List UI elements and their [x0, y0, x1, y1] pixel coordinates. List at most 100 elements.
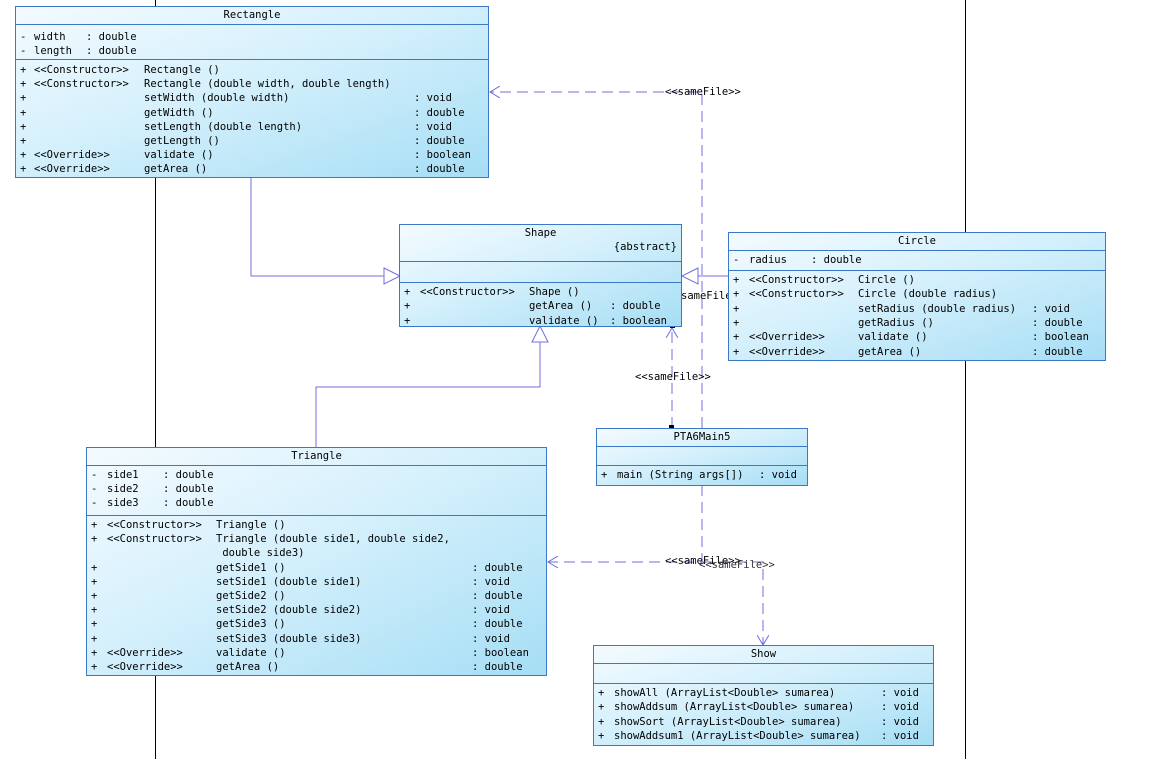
operation-sig: getLength () — [144, 135, 220, 147]
operation-ret: : double — [1032, 316, 1083, 329]
operation-sig: getRadius () — [858, 316, 934, 329]
class-triangle[interactable]: Triangle -side1: double-side2: double-si… — [86, 447, 547, 676]
operation-sig: getArea () — [216, 661, 280, 673]
operation-ret: : void — [1032, 302, 1070, 315]
attribute-type: : double — [163, 483, 214, 495]
operation-stereo: <<Constructor>> — [34, 78, 129, 91]
dependency-main-rectangle — [490, 92, 703, 428]
class-name: Show — [750, 648, 777, 660]
operation-vis: + — [733, 288, 740, 301]
operation-ret: : void — [881, 715, 919, 728]
dependency-main-triangle — [548, 485, 703, 562]
operation-vis: + — [20, 120, 27, 133]
operation-vis: + — [598, 701, 605, 714]
operation-sig: Circle () — [858, 274, 915, 286]
operation-vis: + — [91, 519, 98, 531]
operation-stereo: <<Constructor>> — [749, 274, 844, 286]
operation-vis: + — [20, 106, 27, 119]
operation-sig: showAddsum (ArrayList<Double> sumarea) — [614, 701, 855, 714]
operation-sig: getArea () — [529, 300, 593, 313]
operation-vis: + — [733, 345, 740, 358]
operation-sig: getSide1 () — [216, 561, 286, 574]
class-name: Circle — [898, 235, 936, 247]
operation-ret: : void — [472, 575, 510, 588]
operations-section: + <<Constructor>> Circle () + <<Constructor>… — [729, 270, 1105, 360]
operation-stereo: <<Constructor>> — [107, 519, 202, 531]
operation-ret: : void — [881, 729, 919, 742]
swimlane-line-left — [155, 0, 156, 759]
attribute-vis: - — [91, 483, 98, 495]
operation-ret: : void — [759, 469, 797, 481]
operation-sig: getArea () — [144, 163, 208, 176]
operation-stereo: <<Override>> — [107, 661, 183, 673]
operation-vis: + — [598, 687, 605, 699]
operation-sig: validate () — [858, 331, 928, 344]
operation-ret: : double — [472, 618, 523, 631]
operation-vis: + — [733, 302, 740, 315]
attribute-vis: - — [733, 254, 740, 266]
attribute-name: side2 — [107, 483, 139, 495]
attribute-name: width — [34, 31, 66, 43]
operation-stereo: <<Constructor>> — [107, 533, 202, 546]
attributes-section: -radius : double — [729, 250, 1105, 270]
handle-rect-3 — [669, 425, 674, 430]
class-rectangle[interactable]: Rectangle -width: double-length: double … — [15, 6, 489, 178]
attribute-type: : double — [811, 254, 862, 266]
operation-sig: getSide2 () — [216, 590, 286, 602]
attribute-vis: - — [20, 45, 27, 57]
operation-vis: + — [91, 632, 98, 645]
operation-sig: showAll (ArrayList<Double> sumarea) — [614, 687, 836, 699]
operation-vis: + — [91, 561, 98, 574]
operation-ret: : boolean — [414, 149, 471, 162]
class-circle[interactable]: Circle -radius : double + <<Constructor>> C… — [728, 232, 1106, 361]
operation-stereo: <<Override>> — [34, 149, 110, 162]
operation-vis: + — [733, 331, 740, 344]
attribute-vis: - — [91, 497, 98, 509]
operations-section: +<<Constructor>>Shape ()+getArea (): dou… — [400, 282, 681, 327]
class-pta6main5[interactable]: PTA6Main5 +main (String args[]): void — [596, 428, 808, 486]
class-name: PTA6Main5 — [673, 431, 731, 443]
operation-vis: + — [20, 135, 27, 147]
attribute-name: side1 — [107, 469, 139, 481]
operation-ret: : void — [472, 632, 510, 645]
inheritance-arrowhead-circle — [680, 267, 699, 285]
operation-stereo: <<Constructor>> — [749, 288, 844, 301]
class-show[interactable]: Show + showAll (ArrayList<Double> sumarea… — [593, 645, 934, 746]
generalization-triangle-shape — [315, 342, 541, 447]
operation-ret: : void — [881, 687, 919, 699]
operation-vis: + — [20, 92, 27, 105]
operation-ret: : double — [610, 300, 661, 313]
operation-sig: Triangle () — [216, 519, 286, 531]
attributes-section: -width: double-length: double — [16, 24, 488, 59]
operation-ret: : double — [1032, 345, 1083, 358]
samefile-label-triangle: <<sameFile>> — [665, 555, 741, 567]
operations-section: +<<Constructor>>Rectangle ()+<<Construct… — [16, 59, 488, 177]
operation-vis: + — [91, 646, 98, 659]
operation-ret: : void — [881, 701, 919, 714]
samefile-label-show: <<sameFile>> — [699, 559, 775, 571]
operation-vis: + — [598, 715, 605, 728]
operation-vis: + — [20, 64, 27, 76]
operation-sig: getSide3 () — [216, 618, 286, 631]
attributes-section — [400, 261, 681, 282]
operation-vis: + — [20, 78, 27, 91]
class-shape[interactable]: Shape {abstract} +<<Constructor>>Shape (… — [399, 224, 682, 327]
operation-sig: validate () — [144, 149, 214, 162]
operation-vis: + — [404, 314, 411, 327]
operation-ret: : double — [414, 135, 465, 147]
operation-vis: + — [91, 533, 98, 546]
operation-vis: + — [20, 149, 27, 162]
operation-vis: + — [91, 604, 98, 617]
attributes-section — [597, 446, 807, 465]
attribute-type: : double — [163, 497, 214, 509]
operation-sig: setSide1 (double side1) — [216, 575, 362, 588]
attribute-type: : double — [86, 31, 137, 43]
attribute-name: radius — [749, 254, 787, 266]
operation-vis: + — [733, 274, 740, 286]
operation-sig: setWidth (double width) — [144, 92, 290, 105]
operation-sig: setRadius (double radius) — [858, 302, 1017, 315]
abstract-stereotype: {abstract} — [613, 241, 677, 253]
operation-vis: + — [404, 300, 411, 313]
operation-vis: + — [91, 661, 98, 673]
operation-ret: : double — [472, 590, 523, 602]
